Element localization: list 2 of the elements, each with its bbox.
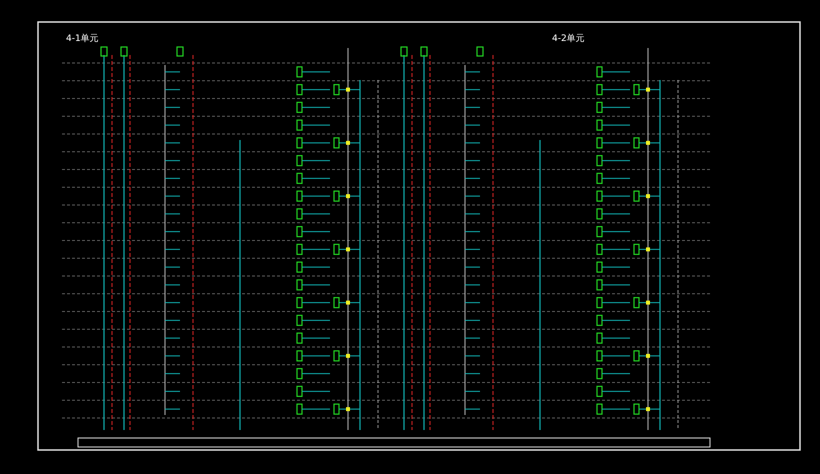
- unit-title: 4-1单元: [66, 34, 99, 44]
- unit-title: 4-2单元: [552, 34, 585, 44]
